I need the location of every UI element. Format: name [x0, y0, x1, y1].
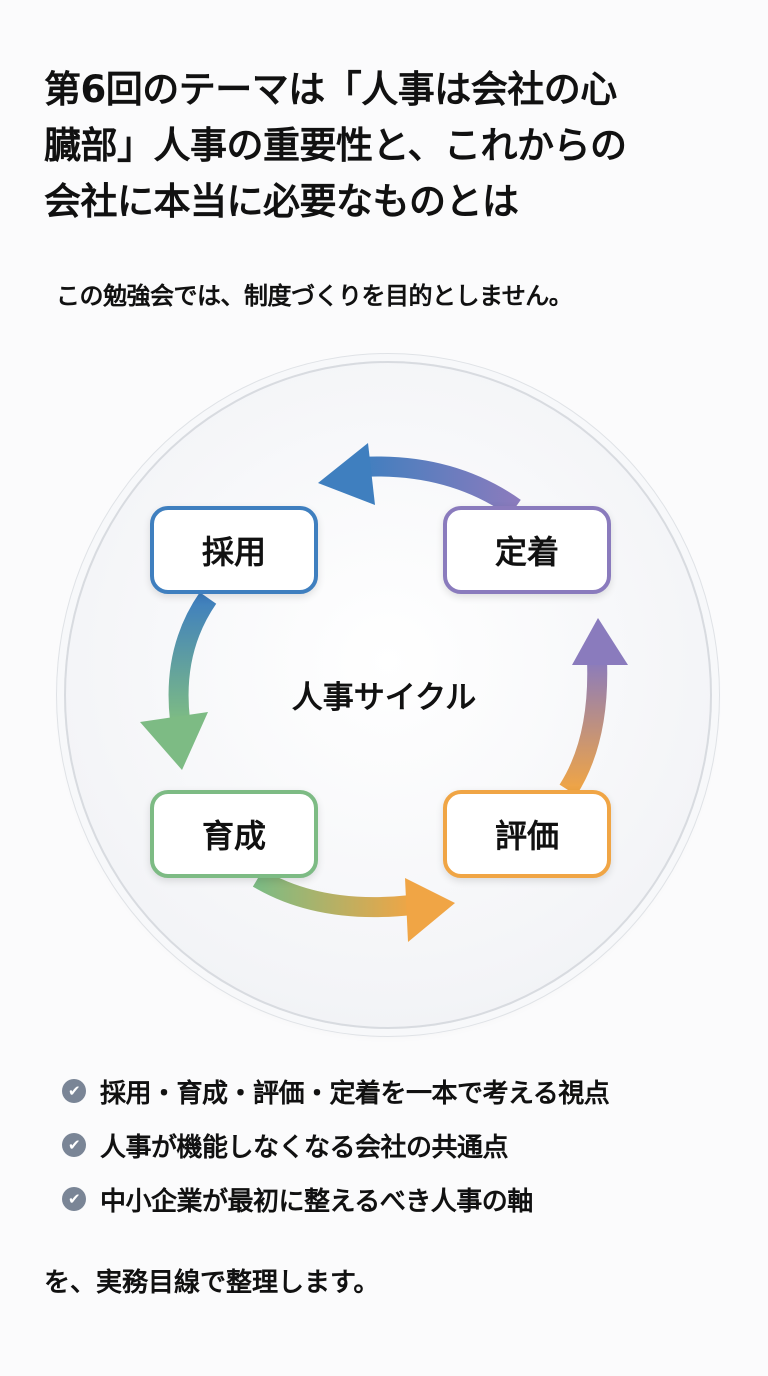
subtitle: この勉強会では、制度づくりを目的としません。	[56, 282, 573, 310]
arrow-hyoka-to-teichaku	[559, 618, 628, 796]
list-item-text: 人事が機能しなくなる会社の共通点	[100, 1132, 509, 1163]
arrow-ikusei-to-hyoka	[252, 869, 455, 942]
cycle-node-saiyo: 採用	[150, 506, 318, 594]
cycle-node-teichaku: 定着	[443, 506, 611, 594]
check-circle-icon: ✔	[62, 1079, 86, 1103]
check-circle-icon: ✔	[62, 1187, 86, 1211]
list-item: ✔ 採用・育成・評価・定着を一本で考える視点	[62, 1064, 610, 1118]
cycle-node-ikusei: 育成	[150, 790, 318, 878]
cycle-node-hyoka: 評価	[443, 790, 611, 878]
list-item-text: 中小企業が最初に整えるべき人事の軸	[100, 1186, 533, 1217]
check-circle-icon: ✔	[62, 1133, 86, 1157]
cycle-center-label: 人事サイクル	[291, 680, 477, 716]
title-line: 会社に本当に必要なものとは	[44, 180, 519, 223]
arrow-teichaku-to-saiyo	[318, 443, 521, 517]
point-list: ✔ 採用・育成・評価・定着を一本で考える視点 ✔ 人事が機能しなくなる会社の共通…	[62, 1064, 610, 1226]
closing-text: を、実務目線で整理します。	[44, 1268, 380, 1298]
list-item: ✔ 人事が機能しなくなる会社の共通点	[62, 1118, 609, 1172]
title-line: 第6回のテーマは「人事は会社の心	[44, 68, 617, 111]
list-item: ✔ 中小企業が最初に整えるべき人事の軸	[62, 1172, 609, 1226]
arrow-saiyo-to-ikusei	[140, 592, 217, 770]
list-item-text: 採用・育成・評価・定着を一本で考える視点	[100, 1078, 610, 1109]
page-title: 第6回のテーマは「人事は会社の心 臓部」人事の重要性と、これからの 会社に本当に…	[44, 62, 744, 230]
title-line: 臓部」人事の重要性と、これからの	[44, 124, 627, 167]
